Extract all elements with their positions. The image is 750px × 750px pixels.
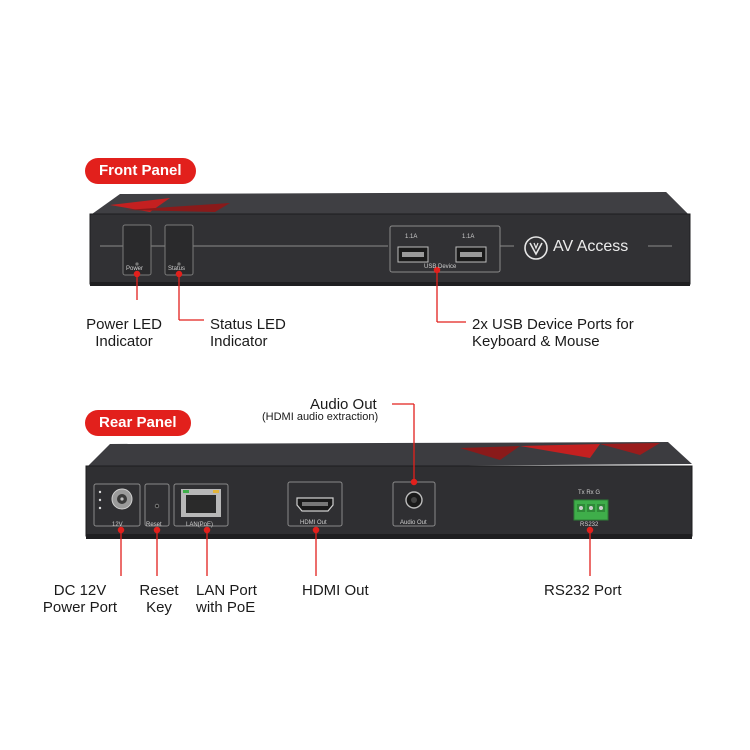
usb-rating-1: 1.1A xyxy=(405,234,418,240)
rear-panel-badge: Rear Panel xyxy=(85,410,191,436)
audio-port-text: Audio Out xyxy=(400,520,427,526)
callout-power-led-line2: Indicator xyxy=(95,333,153,350)
usb-group-text: USB Device xyxy=(424,264,457,270)
callout-rs232-port: RS232 Port xyxy=(544,582,622,599)
callout-dc-power-line2: Power Port xyxy=(42,599,118,616)
dc-port-text: 12V xyxy=(112,522,123,528)
callout-audio-out-note: (HDMI audio extraction) xyxy=(262,411,379,423)
usb-port-group xyxy=(389,225,501,273)
reset-port-text: Reset xyxy=(146,522,162,528)
callout-usb-ports-line1: 2x USB Device Ports for xyxy=(472,316,634,333)
hdmi-port-text: HDMI Out xyxy=(300,520,327,526)
reset-key xyxy=(144,483,170,527)
callout-lan-port-line1: LAN Port xyxy=(196,582,257,599)
callout-reset-key: Reset Key xyxy=(136,582,182,616)
callout-reset-key-line1: Reset xyxy=(139,582,179,599)
rs232-port-text: RS232 xyxy=(580,522,599,528)
rs232-pins-text: Tx Rx G xyxy=(578,490,600,496)
callout-status-led-line1: Status LED xyxy=(210,316,286,333)
dc-power-port xyxy=(93,483,141,527)
rear-callout-lines xyxy=(117,403,594,576)
callout-dc-power-line1: DC 12V xyxy=(53,582,107,599)
callout-audio-out: Audio Out xyxy=(310,396,377,413)
callout-dc-power: DC 12V Power Port xyxy=(34,582,126,616)
callout-reset-key-line2: Key xyxy=(146,599,172,616)
front-panel-badge: Front Panel xyxy=(85,158,196,184)
callout-status-led-line2: Indicator xyxy=(210,333,268,350)
brand-name: AV Access xyxy=(553,238,629,255)
callout-usb-ports-line2: Keyboard & Mouse xyxy=(472,333,600,350)
hdmi-out-port xyxy=(287,481,343,527)
callout-status-led: Status LED Indicator xyxy=(210,316,286,350)
front-callout-lines xyxy=(133,266,466,323)
usb-rating-2: 1.1A xyxy=(462,234,475,240)
rs232-port xyxy=(573,499,609,521)
callout-lan-port: LAN Port with PoE xyxy=(196,582,257,616)
callout-power-led: Power LED Indicator xyxy=(82,316,166,350)
brand-logo-icon xyxy=(524,236,548,260)
status-port-text: Status xyxy=(168,266,186,272)
lan-port xyxy=(173,483,229,527)
callout-power-led-line1: Power LED xyxy=(86,316,162,333)
power-port-text: Power xyxy=(126,266,144,272)
callout-usb-ports: 2x USB Device Ports for Keyboard & Mouse xyxy=(472,316,634,350)
callout-hdmi-out: HDMI Out xyxy=(302,582,369,599)
callout-lan-port-line2: with PoE xyxy=(196,599,256,616)
lan-port-text: LAN(PoE) xyxy=(186,522,214,528)
